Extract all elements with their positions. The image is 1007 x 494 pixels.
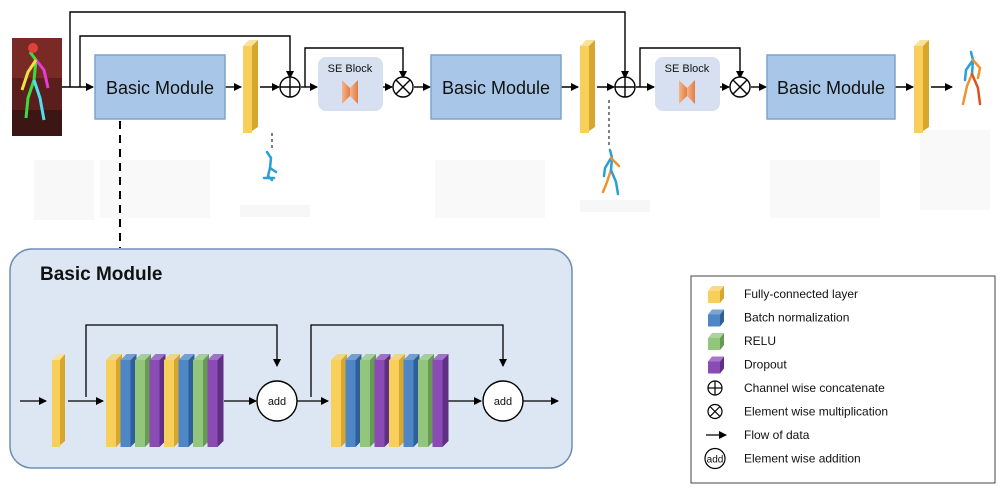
basic-module-1-label: Basic Module <box>106 78 214 98</box>
batchnorm-layer <box>178 354 195 447</box>
concat-1-icon <box>279 76 301 98</box>
relu-layer <box>360 354 376 447</box>
dropout-layer <box>149 354 166 447</box>
add-node-2-label: add <box>494 396 512 408</box>
fc-layer <box>331 354 347 447</box>
pose-output-1 <box>262 150 278 182</box>
legend-item-arrow: Flow of data <box>706 428 810 442</box>
legend-label-relu: RELU <box>744 334 776 348</box>
basic-module-3-label: Basic Module <box>777 78 885 98</box>
legend-concat-icon <box>707 380 723 396</box>
relu-layer <box>418 354 434 447</box>
batchnorm-layer <box>403 354 420 447</box>
legend-relu-swatch-icon <box>708 333 724 350</box>
legend-item-fc: Fully-connected layer <box>708 286 858 303</box>
panel-fc-layer <box>52 354 65 447</box>
add-node-2: add <box>482 380 524 422</box>
fc-layer <box>164 354 180 447</box>
se-block-2: SE Block <box>655 57 720 111</box>
legend-item-bn: Batch normalization <box>708 309 849 327</box>
concat-2-icon <box>614 76 636 98</box>
basic-module-2: Basic Module <box>430 54 562 120</box>
se-block-1-label: SE Block <box>328 63 373 75</box>
legend-item-add: add Element wise addition <box>704 447 861 470</box>
basic-module-2-label: Basic Module <box>442 78 550 98</box>
basic-module-3: Basic Module <box>766 54 896 120</box>
legend-fc-swatch-icon <box>708 286 724 303</box>
fc-layer-2 <box>580 40 595 133</box>
multiply-1-icon <box>392 76 414 98</box>
batchnorm-layer <box>345 354 362 447</box>
layer-stack-2 <box>331 354 449 447</box>
dropout-layer <box>374 354 391 447</box>
relu-layer <box>135 354 151 447</box>
multiply-2-icon <box>729 76 751 98</box>
legend-item-relu: RELU <box>708 333 776 350</box>
legend-label-arrow: Flow of data <box>744 428 810 442</box>
pose-output-3 <box>961 50 982 106</box>
fc-layer-1 <box>243 40 258 133</box>
detail-panel-title: Basic Module <box>40 264 162 285</box>
legend-label-add: Element wise addition <box>744 452 861 466</box>
legend-bn-swatch-icon <box>708 309 724 327</box>
add-node-1: add <box>256 380 298 422</box>
legend-label-fc: Fully-connected layer <box>744 287 858 301</box>
se-block-2-label: SE Block <box>665 63 710 75</box>
legend-dropout-swatch-icon <box>708 356 724 374</box>
basic-module-1: Basic Module <box>94 54 226 120</box>
fc-layer <box>106 354 122 447</box>
legend-add-symbol: add <box>707 455 724 466</box>
fc-layer <box>389 354 405 447</box>
dropout-layer <box>432 354 449 447</box>
legend-add-icon: add <box>704 447 726 470</box>
input-image <box>12 38 62 136</box>
legend-item-concat: Channel wise concatenate <box>707 380 885 396</box>
pose-output-2 <box>601 148 621 196</box>
batchnorm-layer <box>120 354 137 447</box>
relu-layer <box>193 354 209 447</box>
legend-label-mult: Element wise multiplication <box>744 405 888 419</box>
basic-module-detail-panel: Basic Module add add <box>9 248 573 469</box>
se-block-1: SE Block <box>318 57 383 111</box>
legend-item-mult: Element wise multiplication <box>707 403 888 420</box>
fc-layer-3 <box>914 40 929 133</box>
add-node-1-label: add <box>268 396 286 408</box>
reflection-shadows <box>34 130 990 220</box>
legend-label-dropout: Dropout <box>744 358 787 372</box>
legend-label-concat: Channel wise concatenate <box>744 381 885 395</box>
pipeline: Basic Module SE Block <box>12 11 990 248</box>
legend-label-bn: Batch normalization <box>744 311 849 325</box>
legend-multiply-icon <box>707 403 723 420</box>
layer-stack-1 <box>106 354 224 447</box>
dropout-layer <box>207 354 224 447</box>
legend-item-dropout: Dropout <box>708 356 787 374</box>
